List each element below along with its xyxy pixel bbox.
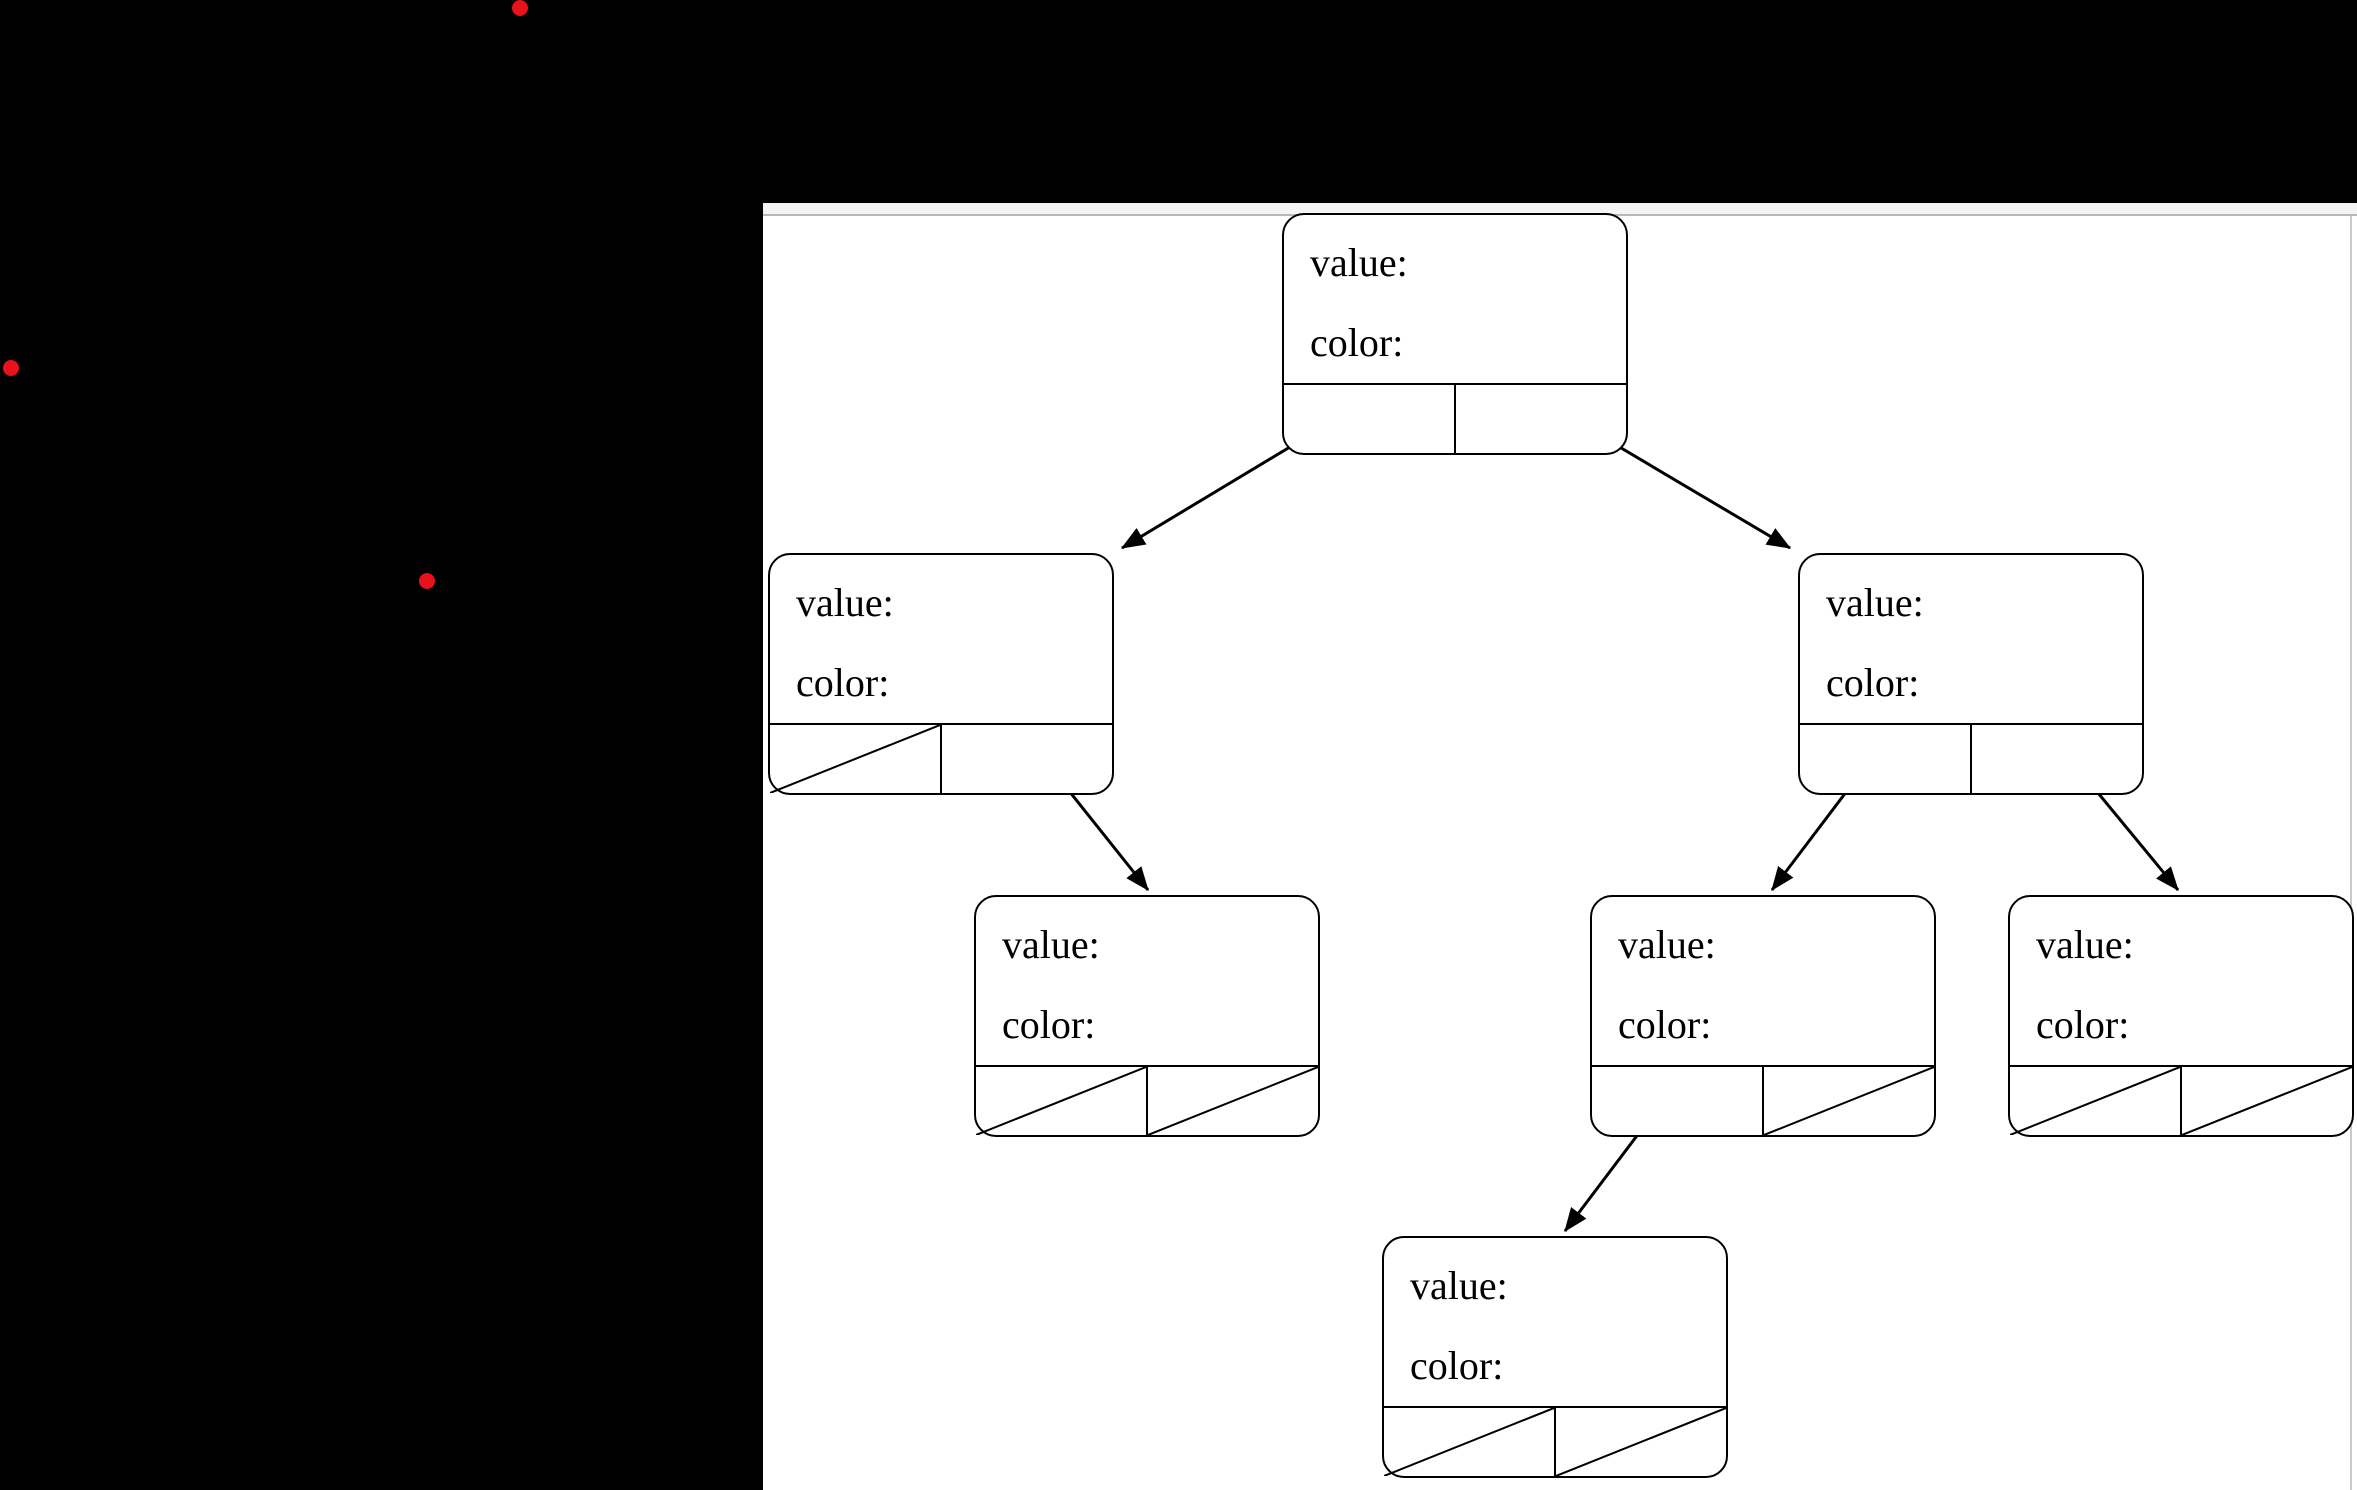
tree-node-color-label: color: (1618, 1002, 1712, 1047)
tree-node-value-label: value: (1410, 1263, 1508, 1308)
click-marker-dot (512, 0, 528, 16)
null-pointer-slash-icon (1148, 1067, 1318, 1135)
tree-node-value-label: value: (796, 580, 894, 625)
tree-node-fields: value: color: (1592, 897, 1934, 1045)
tree-node-pointer-row (2010, 1065, 2352, 1135)
tree-node-left-pointer-cell[interactable] (2010, 1067, 2182, 1135)
click-marker-dot (419, 573, 435, 589)
tree-node-right-pointer-cell[interactable] (1456, 385, 1626, 453)
null-pointer-slash-icon (770, 725, 940, 793)
tree-node-color-label: color: (1310, 320, 1404, 365)
null-pointer-slash-icon (1384, 1408, 1554, 1476)
tree-node-value-label: value: (1310, 240, 1408, 285)
tree-node-left-pointer-cell[interactable] (1284, 385, 1456, 453)
null-pointer-slash-icon (2010, 1067, 2180, 1135)
tree-node-right-child[interactable]: value: color: (1798, 553, 2144, 795)
tree-node-fields: value: color: (1800, 555, 2142, 703)
tree-node-fields: value: color: (976, 897, 1318, 1045)
tree-node-right-pointer-cell[interactable] (1148, 1067, 1318, 1135)
tree-node-right-left-grandchild[interactable]: value: color: (1590, 895, 1936, 1137)
click-marker-dot (3, 360, 19, 376)
tree-node-left-pointer-cell[interactable] (1800, 725, 1972, 793)
null-pointer-slash-icon (1556, 1408, 1726, 1476)
tree-node-left-pointer-cell[interactable] (1592, 1067, 1764, 1135)
document-viewer-panel[interactable]: value:color:value:color:value:color:valu… (763, 203, 2357, 1490)
tree-node-left-pointer-cell[interactable] (976, 1067, 1148, 1135)
tree-node-fields: value: color: (770, 555, 1112, 703)
tree-node-color-label: color: (2036, 1002, 2130, 1047)
tree-node-color-label: color: (796, 660, 890, 705)
tree-node-pointer-row (770, 723, 1112, 793)
tree-node-fields: value: color: (1384, 1238, 1726, 1386)
tree-node-color-label: color: (1410, 1343, 1504, 1388)
tree-node-right-pointer-cell[interactable] (1764, 1067, 1934, 1135)
null-pointer-slash-icon (976, 1067, 1146, 1135)
tree-node-root[interactable]: value: color: (1282, 213, 1628, 455)
tree-node-right-pointer-cell[interactable] (2182, 1067, 2352, 1135)
tree-node-value-label: value: (1826, 580, 1924, 625)
diagram-canvas: value:color:value:color:value:color:valu… (763, 203, 2357, 1490)
tree-node-value-label: value: (1618, 922, 1716, 967)
tree-node-left-pointer-cell[interactable] (1384, 1408, 1556, 1476)
tree-node-right-right-grandchild[interactable]: value: color: (2008, 895, 2354, 1137)
tree-node-left-child[interactable]: value: color: (768, 553, 1114, 795)
tree-node-color-label: color: (1826, 660, 1920, 705)
tree-node-pointer-row (1592, 1065, 1934, 1135)
tree-node-pointer-row (976, 1065, 1318, 1135)
vertical-scrollbar[interactable] (2350, 216, 2357, 1490)
tree-node-left-pointer-cell[interactable] (770, 725, 942, 793)
tree-node-fields: value: color: (2010, 897, 2352, 1045)
null-pointer-slash-icon (2182, 1067, 2352, 1135)
tree-node-left-right-grandchild[interactable]: value: color: (974, 895, 1320, 1137)
tree-node-pointer-row (1384, 1406, 1726, 1476)
tree-node-value-label: value: (2036, 922, 2134, 967)
tree-node-right-pointer-cell[interactable] (1556, 1408, 1726, 1476)
tree-node-right-pointer-cell[interactable] (942, 725, 1112, 793)
tree-node-pointer-row (1284, 383, 1626, 453)
tree-node-color-label: color: (1002, 1002, 1096, 1047)
null-pointer-slash-icon (1764, 1067, 1934, 1135)
tree-node-value-label: value: (1002, 922, 1100, 967)
tree-node-fields: value: color: (1284, 215, 1626, 363)
tree-node-right-pointer-cell[interactable] (1972, 725, 2142, 793)
tree-node-pointer-row (1800, 723, 2142, 793)
tree-node-great-grandchild[interactable]: value: color: (1382, 1236, 1728, 1478)
